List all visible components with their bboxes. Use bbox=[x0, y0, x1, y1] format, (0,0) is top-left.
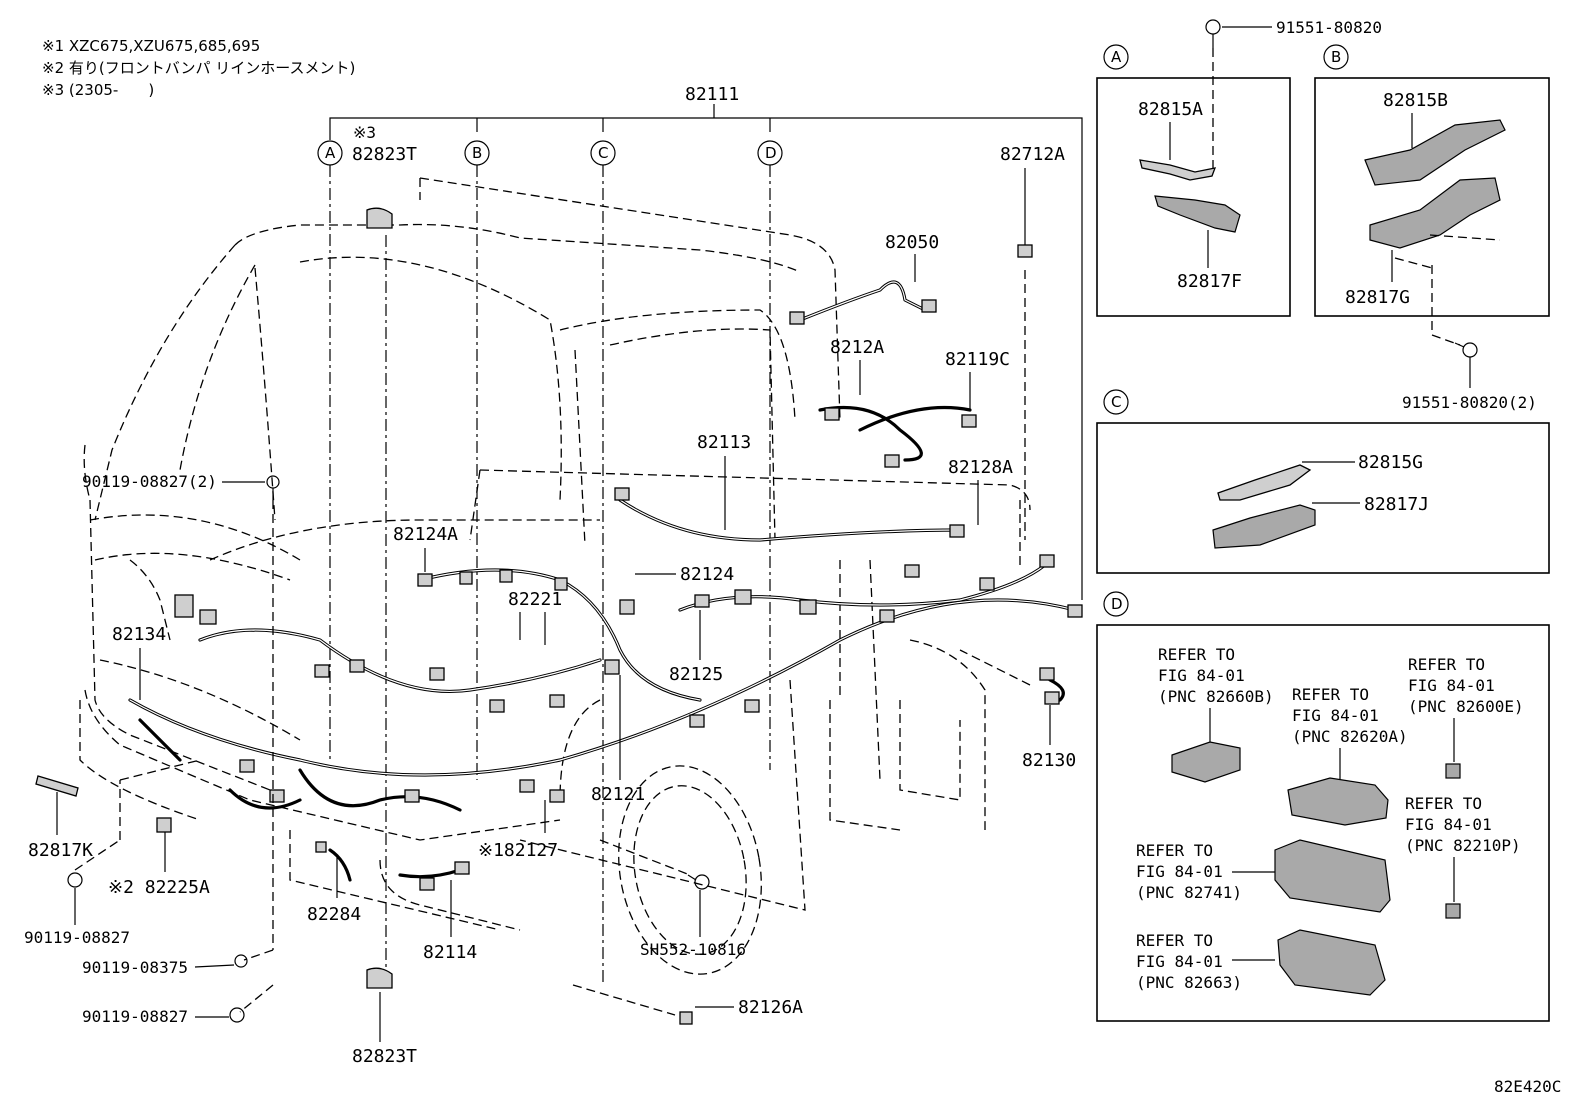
label-82126A[interactable]: 82126A bbox=[738, 997, 803, 1018]
bolt-icon bbox=[229, 1007, 245, 1023]
svg-text:REFER TO: REFER TO bbox=[1158, 645, 1235, 664]
label-91551-80820-2[interactable]: 91551-80820(2) bbox=[1402, 393, 1537, 412]
refer-82741[interactable]: REFER TO FIG 84-01 (PNC 82741) bbox=[1136, 841, 1242, 902]
label-82121[interactable]: 82121 bbox=[591, 784, 645, 805]
refer-82210P[interactable]: REFER TO FIG 84-01 (PNC 82210P) bbox=[1405, 794, 1521, 855]
fasteners bbox=[67, 19, 1478, 1023]
label-82284[interactable]: 82284 bbox=[307, 904, 361, 925]
wire-harness bbox=[128, 280, 1077, 882]
svg-text:FIG 84-01: FIG 84-01 bbox=[1408, 676, 1495, 695]
note-2: ※2 有り(フロントバンパ リインホースメント) bbox=[42, 59, 355, 77]
detail-a-letter[interactable]: A bbox=[1111, 48, 1122, 66]
figure-code: 82E420C bbox=[1494, 1077, 1561, 1096]
label-82119C[interactable]: 82119C bbox=[945, 349, 1010, 370]
label-82128A[interactable]: 82128A bbox=[948, 457, 1013, 478]
detail-c-letter[interactable]: C bbox=[1111, 393, 1121, 411]
svg-text:(PNC 82620A): (PNC 82620A) bbox=[1292, 727, 1408, 746]
label-82225A[interactable]: ※2 82225A bbox=[108, 877, 210, 898]
label-82124A[interactable]: 82124A bbox=[393, 524, 458, 545]
svg-text:FIG 84-01: FIG 84-01 bbox=[1136, 862, 1223, 881]
label-82125[interactable]: 82125 bbox=[669, 664, 723, 685]
label-82817G[interactable]: 82817G bbox=[1345, 287, 1410, 308]
label-82823T-top[interactable]: 82823T bbox=[352, 144, 417, 165]
label-82817J[interactable]: 82817J bbox=[1364, 494, 1429, 515]
bolt-icon bbox=[234, 954, 248, 968]
svg-text:(PNC 82663): (PNC 82663) bbox=[1136, 973, 1242, 992]
label-82221[interactable]: 82221 bbox=[508, 589, 562, 610]
connectors bbox=[35, 207, 1083, 1025]
label-82127[interactable]: ※182127 bbox=[478, 840, 558, 861]
svg-text:REFER TO: REFER TO bbox=[1292, 685, 1369, 704]
label-82113[interactable]: 82113 bbox=[697, 432, 751, 453]
label-82130[interactable]: 82130 bbox=[1022, 750, 1076, 771]
label-82817F[interactable]: 82817F bbox=[1177, 271, 1242, 292]
refer-82620A[interactable]: REFER TO FIG 84-01 (PNC 82620A) bbox=[1292, 685, 1408, 746]
label-82815G[interactable]: 82815G bbox=[1358, 452, 1423, 473]
main-labels: ※3 82823T 82712A 82050 8212A 82119C 8211… bbox=[24, 123, 1076, 1067]
refer-82600E[interactable]: REFER TO FIG 84-01 (PNC 82600E) bbox=[1408, 655, 1524, 716]
detail-d-letter[interactable]: D bbox=[1111, 595, 1123, 613]
view-leaders bbox=[329, 165, 771, 985]
detail-b-letter[interactable]: B bbox=[1331, 48, 1341, 66]
detail-b: B 82815B 82817G 91551-80820(2) bbox=[1314, 44, 1550, 412]
svg-text:FIG 84-01: FIG 84-01 bbox=[1136, 952, 1223, 971]
label-82050[interactable]: 82050 bbox=[885, 232, 939, 253]
label-82111[interactable]: 82111 bbox=[685, 84, 739, 105]
label-82114[interactable]: 82114 bbox=[423, 942, 477, 963]
svg-text:FIG 84-01: FIG 84-01 bbox=[1158, 666, 1245, 685]
svg-text:REFER TO: REFER TO bbox=[1136, 931, 1213, 950]
note-3: ※3 (2305- ) bbox=[42, 81, 154, 99]
label-8212A[interactable]: 8212A bbox=[830, 337, 884, 358]
label-90119-08827[interactable]: 90119-08827 bbox=[24, 928, 130, 947]
label-90119-08827-2[interactable]: 90119-08827(2) bbox=[82, 472, 217, 491]
svg-text:REFER TO: REFER TO bbox=[1136, 841, 1213, 860]
label-SH552-10816[interactable]: SH552-10816 bbox=[640, 940, 746, 959]
harness-bracket-82111: 82111 bbox=[329, 84, 1083, 600]
svg-text:(PNC 82600E): (PNC 82600E) bbox=[1408, 697, 1524, 716]
note-1: ※1 XZC675,XZU675,685,695 bbox=[42, 37, 260, 55]
fastener-leaders bbox=[74, 48, 1461, 1016]
note3-mark: ※3 bbox=[353, 123, 376, 142]
svg-text:FIG 84-01: FIG 84-01 bbox=[1405, 815, 1492, 834]
svg-text:(PNC 82210P): (PNC 82210P) bbox=[1405, 836, 1521, 855]
label-82124[interactable]: 82124 bbox=[680, 564, 734, 585]
view-marker-c[interactable]: C bbox=[598, 144, 608, 162]
bolt-91551-80820: 91551-80820 bbox=[1222, 18, 1382, 37]
label-82134[interactable]: 82134 bbox=[112, 624, 166, 645]
detail-c: C 82815G 82817J bbox=[1096, 389, 1550, 574]
truck-cab-outline bbox=[79, 177, 1031, 975]
bolt-icon bbox=[67, 872, 83, 888]
view-marker-a[interactable]: A bbox=[325, 144, 336, 162]
label-82712A[interactable]: 82712A bbox=[1000, 144, 1065, 165]
bolt-icon bbox=[1462, 342, 1478, 358]
bolt-icon bbox=[266, 475, 280, 489]
notes-block: ※1 XZC675,XZU675,685,695 ※2 有り(フロントバンパ リ… bbox=[42, 37, 355, 99]
refer-82660B[interactable]: REFER TO FIG 84-01 (PNC 82660B) bbox=[1158, 645, 1274, 706]
label-90119-08375[interactable]: 90119-08375 bbox=[82, 958, 188, 977]
label-90119-08827-b[interactable]: 90119-08827 bbox=[82, 1007, 188, 1026]
svg-text:(PNC 82741): (PNC 82741) bbox=[1136, 883, 1242, 902]
svg-text:REFER TO: REFER TO bbox=[1405, 794, 1482, 813]
detail-a: A 82815A 82817F bbox=[1096, 44, 1291, 317]
svg-text:REFER TO: REFER TO bbox=[1408, 655, 1485, 674]
view-marker-d[interactable]: D bbox=[765, 144, 777, 162]
svg-text:FIG 84-01: FIG 84-01 bbox=[1292, 706, 1379, 725]
view-marker-b[interactable]: B bbox=[472, 144, 482, 162]
label-82815A[interactable]: 82815A bbox=[1138, 99, 1203, 120]
label-91551-80820[interactable]: 91551-80820 bbox=[1276, 18, 1382, 37]
label-82823T-bottom[interactable]: 82823T bbox=[352, 1046, 417, 1067]
bolt-icon bbox=[1205, 19, 1221, 35]
svg-text:(PNC 82660B): (PNC 82660B) bbox=[1158, 687, 1274, 706]
refer-82663[interactable]: REFER TO FIG 84-01 (PNC 82663) bbox=[1136, 931, 1242, 992]
detail-d: D REFER TO FIG 84-01 (PNC 82660B) REFER … bbox=[1096, 591, 1550, 1022]
bolt-icon bbox=[694, 874, 710, 890]
label-82817K[interactable]: 82817K bbox=[28, 840, 93, 861]
label-82815B[interactable]: 82815B bbox=[1383, 90, 1448, 111]
